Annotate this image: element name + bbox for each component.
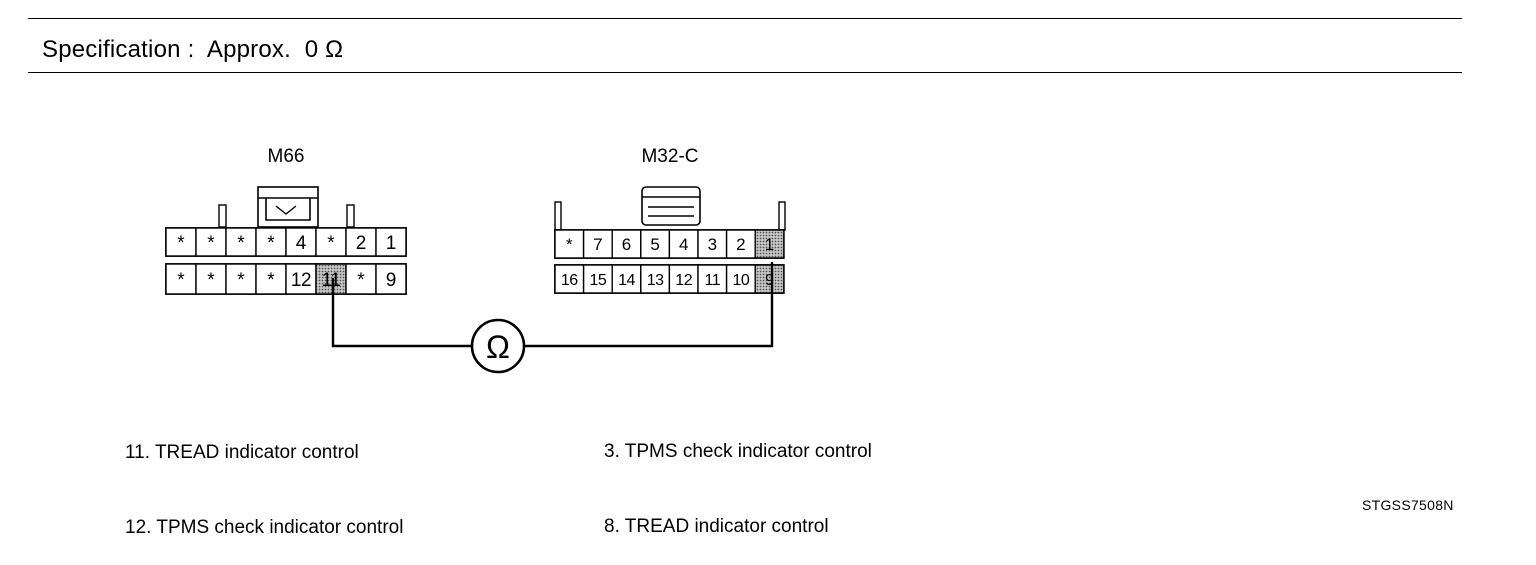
pin-cell [285,227,317,257]
pin-label: 6 [622,235,631,254]
pin-cell [165,263,197,295]
pin-label: 4 [296,233,307,254]
m32c-guide-post-left [554,201,562,231]
pin-label: 4 [679,235,688,254]
spec-value: Approx. 0 Ω [206,36,344,63]
pin-cell [640,229,671,259]
connector-m66-label: M66 [268,146,305,167]
pin-label: * [327,233,335,254]
spec-separator: : [187,36,195,63]
pin-label: * [237,270,245,291]
m66-bottom-row: * * * * 12 11 * 9 [165,263,407,295]
m66-guide-post-right [346,204,355,228]
pin-label: * [207,270,215,291]
figure-code: STGSS7508N [1362,497,1454,513]
pin-label: 3 [708,235,717,254]
pin-cell [697,264,728,294]
pin-label: 2 [356,233,367,254]
pin-cell [697,229,728,259]
pin-label: 12 [675,272,692,289]
pin-label: * [177,233,185,254]
bottom-rule [28,72,1462,73]
probe-wire-left [331,278,472,348]
pin-cell [640,264,671,294]
pin-cell [375,263,407,295]
pin-label: * [357,270,365,291]
pin-label: * [566,235,573,254]
pin-cell [582,229,613,259]
legend-item: 3. TPMS check indicator control [604,441,872,462]
pin-label: 11 [322,270,341,291]
ohmmeter-circuit: Ω [331,262,774,374]
pin-label: 9 [386,270,397,291]
spec-label: Specification [42,36,181,63]
m66-lock-latch [265,198,311,221]
pin-cell [668,264,699,294]
legend-item: 12. TPMS check indicator control [125,517,404,538]
pin-cell [582,264,613,294]
pin-label: 5 [650,235,659,254]
m32c-bottom-row: 16 15 14 13 12 11 10 9 [554,264,785,294]
specification-line: Specification : Approx. 0 Ω [42,36,343,64]
m66-lock-notch [275,205,297,215]
ohm-icon: Ω [486,329,510,365]
pin-label: 12 [291,270,311,291]
pin-cell-highlighted [315,263,347,295]
pin-cell [375,227,407,257]
pin-label: * [267,270,275,291]
pin-cell-highlighted [754,229,785,259]
pin-label: 15 [590,272,607,289]
pin-cell-highlighted [754,264,785,294]
pin-label: 14 [618,272,635,289]
pin-label: 10 [733,272,750,289]
pin-cell [611,229,642,259]
pin-label: * [267,233,275,254]
pin-cell [345,227,377,257]
pin-cell [195,227,227,257]
pin-cell [725,229,756,259]
pin-label: * [237,233,245,254]
connector-m32-c-label: M32-C [641,146,698,167]
pin-label: 1 [386,233,397,254]
pin-cell [255,263,287,295]
pin-label: 11 [704,272,720,289]
pin-label: 16 [561,272,578,289]
ohmmeter-symbol [470,318,526,374]
pin-label: * [177,270,185,291]
pin-label: 1 [765,235,774,254]
pin-label: 7 [593,235,602,254]
m32c-lock-tab [641,186,701,226]
legend-item: 11. TREAD indicator control [125,442,359,463]
pin-label: * [207,233,215,254]
m32c-guide-post-right [778,201,786,231]
pin-cell [255,227,287,257]
pin-cell [225,263,257,295]
pin-label: 9 [765,272,774,289]
pin-label: 2 [736,235,745,254]
probe-wire-right [524,262,774,348]
legend-right: 3. TPMS check indicator control 8. TREAD… [604,389,872,564]
pin-cell [225,227,257,257]
legend-left: 11. TREAD indicator control 12. TPMS che… [125,390,403,565]
m66-guide-post-left [218,204,227,228]
legend-item: 8. TREAD indicator control [604,516,829,537]
pin-label: 13 [647,272,664,289]
pin-cell [554,229,585,259]
pin-cell [315,227,347,257]
m66-lock-tab [257,186,319,228]
top-rule [28,18,1462,19]
pin-cell [611,264,642,294]
